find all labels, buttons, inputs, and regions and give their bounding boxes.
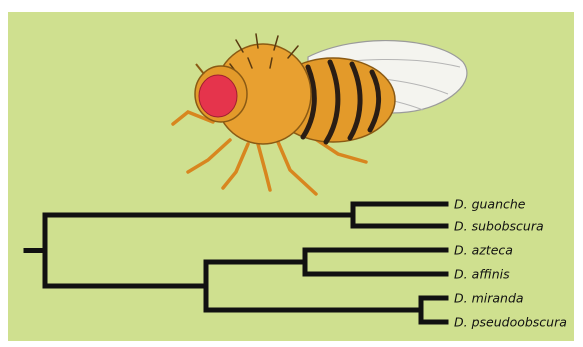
fruit-fly-illustration	[173, 34, 467, 194]
phylogenetic-tree	[26, 204, 446, 322]
taxon-label: D. azteca	[454, 243, 513, 258]
fly-eye	[199, 75, 237, 117]
taxon-label: D. affinis	[454, 267, 510, 282]
taxon-label: D. subobscura	[454, 219, 544, 234]
taxon-label: D. pseudoobscura	[454, 315, 567, 330]
taxon-label: D. miranda	[454, 291, 524, 306]
figure-canvas: D. guanche D. subobscura D. azteca D. affin…	[8, 12, 574, 341]
taxon-label: D. guanche	[454, 197, 526, 212]
taxon-labels: D. guanche D. subobscura D. azteca D. affin…	[454, 197, 567, 330]
fly-antenna	[196, 64, 204, 74]
figure-panel: D. guanche D. subobscura D. azteca D. affin…	[8, 12, 574, 341]
